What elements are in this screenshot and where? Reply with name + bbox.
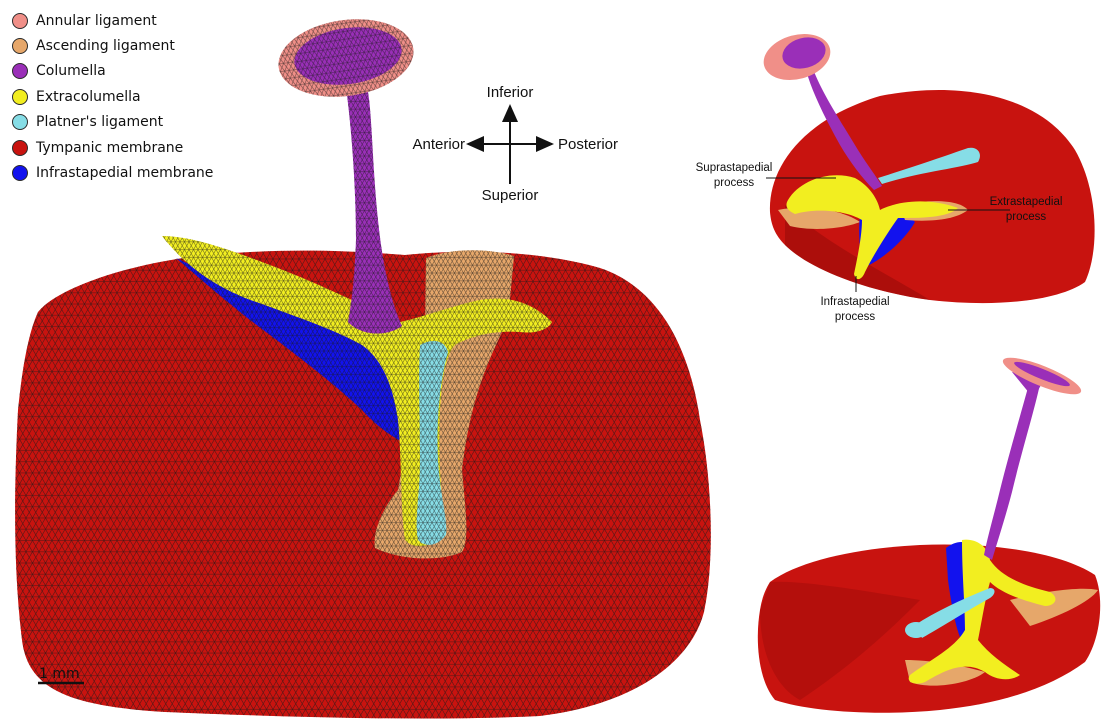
legend-label: Infrastapedial membrane xyxy=(36,165,213,181)
orientation-cross: Inferior Superior Anterior Posterior xyxy=(412,84,618,204)
legend: Annular ligament Ascending ligament Colu… xyxy=(12,8,213,186)
label-extrastapedial: Extrastapedial xyxy=(990,196,1063,208)
bottom-right-view xyxy=(758,351,1100,713)
legend-label: Tympanic membrane xyxy=(36,140,183,156)
scale-bar-label: 1 mm xyxy=(39,666,80,682)
legend-swatch xyxy=(12,165,28,181)
top-right-view: Suprastapedial process Extrastapedial pr… xyxy=(696,27,1095,323)
legend-label: Extracolumella xyxy=(36,89,141,105)
legend-item-ascending-ligament: Ascending ligament xyxy=(12,33,213,58)
legend-swatch xyxy=(12,13,28,29)
legend-swatch xyxy=(12,114,28,130)
label-infrastapedial: Infrastapedial xyxy=(820,296,889,308)
orientation-anterior: Anterior xyxy=(412,136,465,153)
label-suprastapedial-2: process xyxy=(714,177,755,189)
label-suprastapedial: Suprastapedial xyxy=(696,162,773,174)
legend-item-extracolumella: Extracolumella xyxy=(12,84,213,109)
legend-item-tympanic-membrane: Tympanic membrane xyxy=(12,135,213,160)
label-extrastapedial-2: process xyxy=(1006,211,1047,223)
legend-label: Columella xyxy=(36,63,106,79)
legend-label: Platner's ligament xyxy=(36,114,163,130)
orientation-inferior: Inferior xyxy=(487,84,534,101)
scale-bar: 1 mm xyxy=(38,666,84,683)
legend-label: Annular ligament xyxy=(36,13,157,29)
legend-item-platners-ligament: Platner's ligament xyxy=(12,110,213,135)
columella-view3 xyxy=(984,380,1040,560)
legend-swatch xyxy=(12,140,28,156)
legend-label: Ascending ligament xyxy=(36,38,175,54)
label-infrastapedial-2: process xyxy=(835,311,876,323)
orientation-posterior: Posterior xyxy=(558,136,618,153)
legend-item-columella: Columella xyxy=(12,59,213,84)
legend-swatch xyxy=(12,63,28,79)
legend-swatch xyxy=(12,38,28,54)
legend-swatch xyxy=(12,89,28,105)
legend-item-annular-ligament: Annular ligament xyxy=(12,8,213,33)
legend-item-infrastapedial-membrane: Infrastapedial membrane xyxy=(12,160,213,185)
orientation-superior: Superior xyxy=(482,187,539,204)
